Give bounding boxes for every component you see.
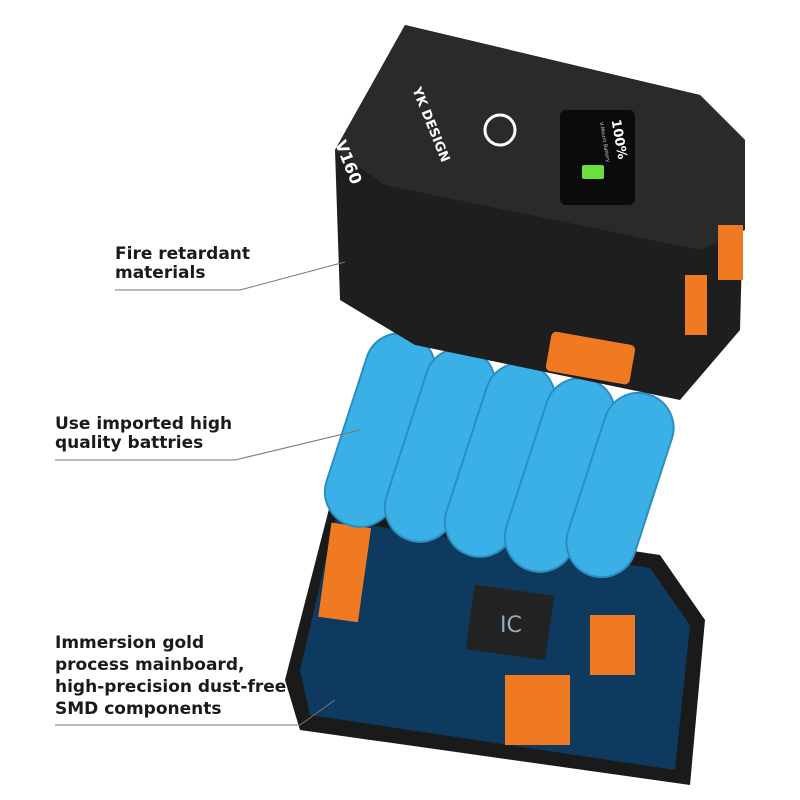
housing: YK DESIGN V160 100% V-Mount Battery bbox=[331, 25, 745, 400]
orange-connector bbox=[590, 615, 635, 675]
callout-line: high-precision dust-free bbox=[55, 677, 287, 697]
display-percent: 100% bbox=[608, 118, 630, 160]
callout-batteries: Use imported high quality battries bbox=[55, 415, 232, 453]
ic-chip bbox=[465, 584, 555, 661]
callout-line: materials bbox=[115, 263, 206, 283]
orange-connector bbox=[505, 675, 570, 745]
orange-latch bbox=[545, 331, 636, 385]
ic-label: IC bbox=[500, 613, 522, 638]
orange-port bbox=[685, 275, 707, 335]
callout-line: Immersion gold bbox=[55, 633, 205, 653]
leader-lines bbox=[55, 261, 361, 726]
callout-line: SMD components bbox=[55, 699, 222, 719]
callout-line: Use imported high bbox=[55, 414, 233, 434]
yk-logo-icon bbox=[483, 113, 517, 147]
battery-level-icon bbox=[582, 165, 604, 179]
status-display bbox=[560, 110, 635, 205]
orange-connector bbox=[318, 522, 372, 623]
callout-line: process mainboard, bbox=[55, 655, 245, 675]
callout-fire-retardant: Fire retardant materials bbox=[115, 245, 250, 283]
callout-line: Fire retardant bbox=[115, 244, 251, 264]
orange-port bbox=[718, 225, 743, 280]
callout-mainboard: Immersion gold process mainboard, high-p… bbox=[55, 632, 286, 720]
battery-cell bbox=[565, 391, 675, 579]
callout-line: quality battries bbox=[55, 433, 204, 453]
battery-cells bbox=[323, 332, 675, 579]
